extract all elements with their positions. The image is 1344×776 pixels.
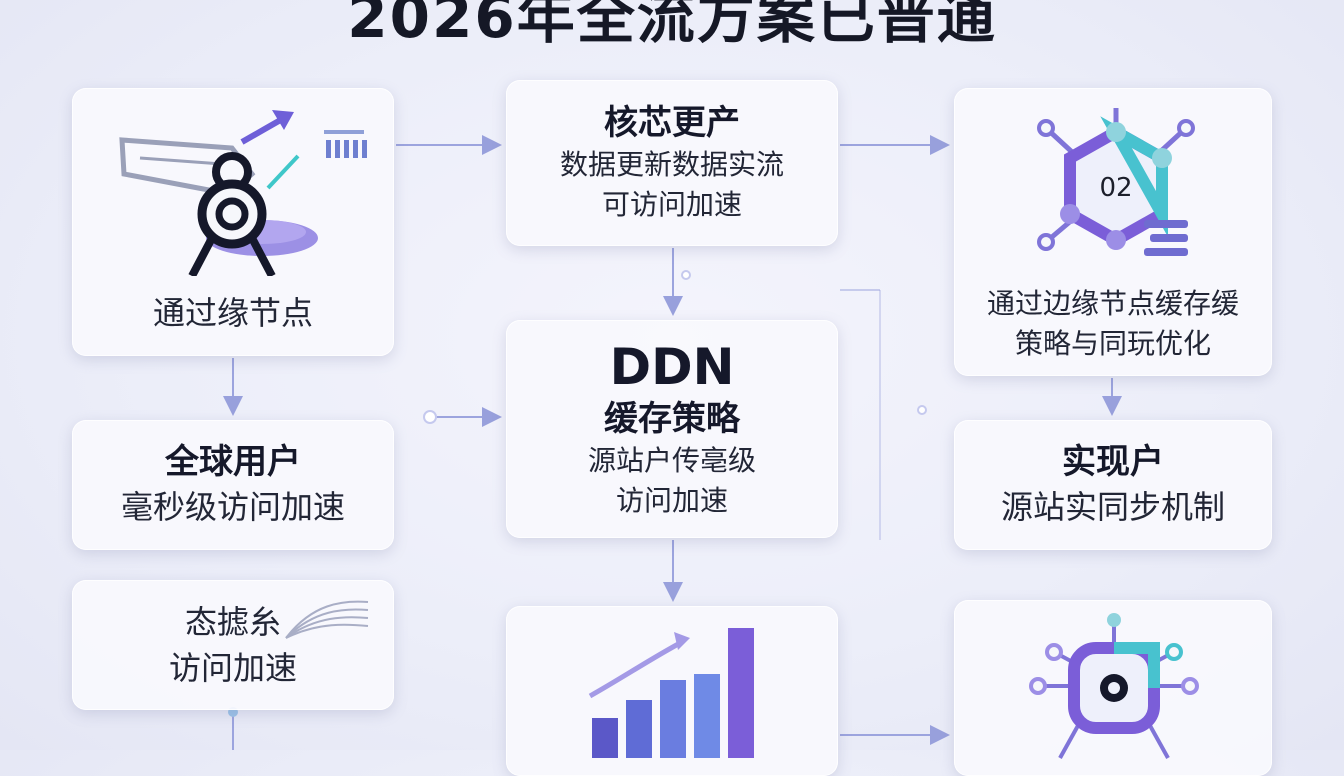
- state-line1: 态摅糸: [184, 603, 281, 641]
- card-global-users[interactable]: 全球用户 毫秒级访问加速: [72, 420, 394, 550]
- wave-lines-icon: [285, 600, 369, 639]
- cache-strategy-label-1: 通过边缘节点缓存缓: [986, 287, 1239, 320]
- card-cache-strategy[interactable]: 02 通过边缘节点缓存缓 策略与同玩优化: [954, 88, 1272, 376]
- card-edge-node[interactable]: 通过缘节点: [72, 88, 394, 356]
- node-dot-4: [917, 405, 927, 415]
- core-line2: 可访问加速: [601, 188, 742, 221]
- core-title: 核芯更产: [604, 103, 740, 143]
- chart-bar-2: [626, 700, 652, 758]
- page-title: 2026年全流方案已普通: [347, 0, 997, 51]
- hexagon-network-icon: 02: [1037, 108, 1195, 256]
- node-dot-2: [681, 270, 691, 280]
- ddn-line2: 访问加速: [615, 484, 728, 517]
- chart-bar-5: [728, 628, 754, 758]
- card-hub[interactable]: [954, 600, 1272, 776]
- hexagon-label: 02: [1099, 173, 1132, 203]
- card-growth-chart[interactable]: [506, 606, 838, 776]
- card-core-update[interactable]: 核芯更产 数据更新数据实流 可访问加速: [506, 80, 838, 246]
- core-line1: 数据更新数据实流: [559, 148, 784, 181]
- chart-bar-4: [694, 674, 720, 758]
- node-dot: [423, 410, 437, 424]
- ddn-line1: 源站户传亳级: [587, 444, 756, 477]
- realize-sub: 源站实同步机制: [1000, 488, 1225, 526]
- chart-bar-3: [660, 680, 686, 758]
- global-users-title: 全球用户: [165, 442, 301, 482]
- card-state[interactable]: 态摅糸 访问加速: [72, 580, 394, 710]
- edge-node-label: 通过缘节点: [152, 294, 313, 332]
- global-users-sub: 毫秒级访问加速: [120, 488, 345, 526]
- card-realize[interactable]: 实现户 源站实同步机制: [954, 420, 1272, 550]
- ddn-title2: 缓存策略: [604, 399, 740, 439]
- state-line2: 访问加速: [168, 649, 297, 687]
- ddn-title: DDN: [609, 338, 735, 396]
- cache-strategy-label-2: 策略与同玩优化: [1014, 327, 1211, 360]
- card-ddn-cache[interactable]: DDN 缓存策略 源站户传亳级 访问加速: [506, 320, 838, 538]
- bar-chart-icon: [588, 628, 754, 758]
- chart-bar-1: [592, 718, 618, 758]
- key-lock-icon: [119, 110, 367, 276]
- realize-title: 实现户: [1062, 442, 1164, 482]
- hub-network-icon: [1029, 613, 1199, 759]
